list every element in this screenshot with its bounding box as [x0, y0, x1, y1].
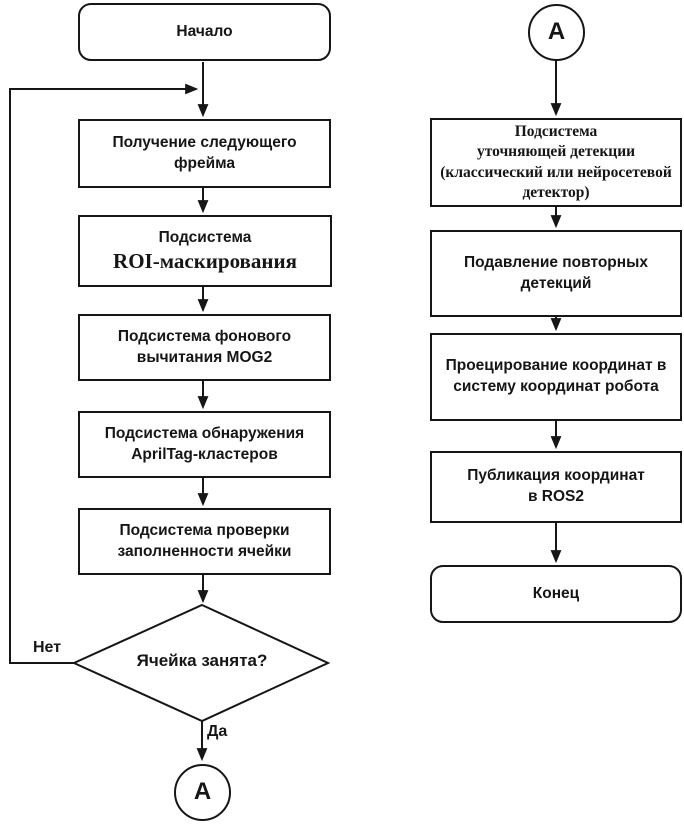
terminator-start: Начало — [78, 3, 331, 61]
process-apriltag-detection: Подсистема обнаружения AprilTag-кластеро… — [78, 411, 331, 478]
edge-label-no: Нет — [33, 639, 62, 656]
roi-masking-label-bottom: ROI-маскирования — [113, 248, 297, 273]
process-cell-check: Подсистема проверки заполненности ячейки — [78, 508, 331, 575]
edge-loop-no — [9, 83, 199, 664]
connector-a-right: А — [528, 4, 585, 61]
decision-diamond-shape — [71, 603, 331, 723]
connector-a-left: А — [174, 764, 231, 821]
process-get-frame: Получение следующего фрейма — [78, 119, 331, 188]
edge-label-yes: Да — [207, 723, 228, 740]
process-roi-masking: Подсистема ROI-маскирования — [78, 215, 332, 287]
process-coordinate-projection: Проецирование координат в систему коорди… — [430, 333, 682, 421]
process-mog2-subtraction: Подсистема фонового вычитания MOG2 — [78, 314, 331, 381]
process-duplicate-suppression: Подавление повторных детекций — [430, 230, 682, 317]
terminator-end: Конец — [430, 565, 682, 623]
process-refine-detection: Подсистема уточняющей детекции (классиче… — [430, 118, 682, 207]
decision-cell-occupied-label: Ячейка занята? — [136, 651, 268, 670]
roi-masking-label-top: Подсистема — [158, 228, 252, 246]
process-ros2-publish: Публикация координат в ROS2 — [430, 451, 682, 523]
